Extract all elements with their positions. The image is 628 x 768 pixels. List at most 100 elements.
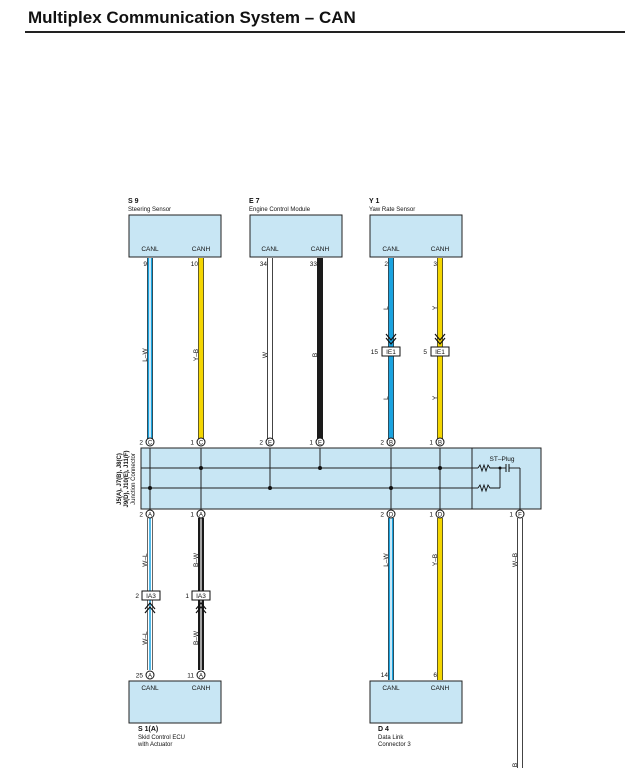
junction-pin-bottom: A 2 bbox=[139, 509, 155, 519]
component-name: Engine Control Module bbox=[249, 207, 311, 213]
connector-arrow-icon bbox=[385, 337, 397, 345]
s1-pin-terminal: A 25 bbox=[136, 670, 155, 680]
pin-label: CANH bbox=[192, 685, 211, 692]
svg-text:1: 1 bbox=[190, 512, 194, 519]
pin-number: 10 bbox=[191, 261, 199, 268]
junction-pin-bottom: D 2 bbox=[380, 509, 396, 519]
svg-text:1: 1 bbox=[509, 512, 513, 519]
wire-color-label: W–L bbox=[142, 631, 149, 645]
svg-text:11: 11 bbox=[187, 673, 194, 680]
svg-text:2: 2 bbox=[139, 512, 143, 519]
svg-text:E: E bbox=[318, 441, 322, 447]
inline-connector-ia3-a: IA3 2 bbox=[135, 590, 161, 614]
junction-pin-top: B 2 bbox=[380, 437, 396, 447]
svg-text:F: F bbox=[518, 513, 522, 519]
component-box bbox=[369, 214, 463, 258]
svg-text:1: 1 bbox=[190, 440, 194, 447]
pin-label: CANL bbox=[382, 246, 400, 253]
component-name: Connector 3 bbox=[378, 742, 411, 748]
wire-color-label: W bbox=[262, 351, 269, 358]
component-box bbox=[249, 214, 343, 258]
wire-color-label: B bbox=[512, 763, 519, 767]
component-name: Data Link bbox=[378, 735, 404, 741]
junction-pin-top: E 2 bbox=[259, 437, 275, 447]
connector-tag bbox=[191, 590, 211, 601]
svg-text:B: B bbox=[389, 441, 393, 447]
wire-color-label: L bbox=[383, 396, 390, 400]
connector-label: IE1 bbox=[386, 349, 396, 356]
svg-text:D: D bbox=[438, 513, 443, 519]
wire-color-label: L bbox=[383, 306, 390, 310]
wire-color-label: L–W bbox=[383, 552, 390, 566]
wire-color-label: B–W bbox=[193, 552, 200, 567]
component-e7: E 7 Engine Control Module CANL CANH 34 3… bbox=[249, 198, 343, 268]
component-box bbox=[128, 680, 222, 724]
svg-text:A: A bbox=[199, 674, 203, 680]
wire-color-label: W–B bbox=[512, 553, 519, 567]
pin-label: CANH bbox=[431, 685, 450, 692]
wire-color-label: B bbox=[312, 353, 319, 357]
wire-color-label: Y bbox=[432, 305, 439, 310]
junction-connector: ST–Plug J5(A), J7(B), J8(C) J9(D), J10(E… bbox=[117, 447, 542, 510]
component-code: D 4 bbox=[378, 726, 389, 733]
connector-label: IE1 bbox=[435, 349, 445, 356]
junction-pin-bottom: D 1 bbox=[429, 509, 445, 519]
connector-pin: 2 bbox=[135, 593, 139, 600]
svg-text:D: D bbox=[389, 513, 394, 519]
connector-arrow-icon bbox=[385, 333, 397, 341]
junction-box bbox=[140, 447, 542, 510]
junction-pin-bottom: F 1 bbox=[509, 509, 525, 519]
pin-number: 6 bbox=[433, 672, 437, 679]
connector-tag bbox=[141, 590, 161, 601]
pin-number: 2 bbox=[384, 261, 388, 268]
connector-pin: 15 bbox=[371, 349, 379, 356]
resistor-icon bbox=[477, 483, 500, 493]
svg-text:E: E bbox=[268, 441, 272, 447]
inline-connector-ia3-b: IA3 1 bbox=[185, 590, 211, 614]
page-title: Multiplex Communication System – CAN bbox=[28, 8, 356, 27]
connector-arrow-icon bbox=[195, 602, 207, 610]
connector-pin: 1 bbox=[185, 593, 189, 600]
connector-tag bbox=[381, 346, 401, 357]
pin-number: 34 bbox=[260, 261, 268, 268]
component-d4: 14 6 CANL CANH D 4 Data Link Connector 3 bbox=[369, 672, 463, 748]
junction-label: J9(D), J10(E), J11(F) bbox=[124, 450, 130, 507]
component-code: S 9 bbox=[128, 198, 139, 205]
pin-number: 33 bbox=[310, 261, 318, 268]
junction-pin-top: E 1 bbox=[309, 437, 325, 447]
pin-label: CANL bbox=[261, 246, 279, 253]
junction-pin-top: C 2 bbox=[139, 437, 155, 447]
component-name: Steering Sensor bbox=[128, 207, 171, 213]
component-code: Y 1 bbox=[369, 198, 379, 205]
svg-text:2: 2 bbox=[380, 512, 384, 519]
pin-number: 14 bbox=[381, 672, 389, 679]
inline-connector-ie1-a: IE1 15 bbox=[371, 333, 401, 357]
pin-label: CANH bbox=[431, 246, 450, 253]
pin-label: CANL bbox=[141, 246, 159, 253]
junction-pin-top: C 1 bbox=[190, 437, 206, 447]
svg-text:A: A bbox=[199, 513, 203, 519]
s1-pin-terminal: A 11 bbox=[187, 670, 206, 680]
pin-label: CANH bbox=[192, 246, 211, 253]
svg-text:C: C bbox=[199, 441, 204, 447]
svg-text:1: 1 bbox=[429, 440, 433, 447]
component-y1: Y 1 Yaw Rate Sensor CANL CANH 2 3 bbox=[369, 198, 463, 268]
component-box bbox=[128, 214, 222, 258]
component-name: with Actuator bbox=[137, 742, 172, 748]
svg-text:25: 25 bbox=[136, 673, 144, 680]
svg-text:2: 2 bbox=[139, 440, 143, 447]
pin-number: 9 bbox=[143, 261, 147, 268]
component-s1: CANL CANH S 1(A) Skid Control ECU with A… bbox=[128, 680, 222, 748]
connector-tag bbox=[430, 346, 450, 357]
junction-pin-top: B 1 bbox=[429, 437, 445, 447]
svg-text:A: A bbox=[148, 513, 152, 519]
junction-label: Junction Connector bbox=[131, 453, 137, 505]
wire-color-label: Y–B bbox=[193, 349, 200, 361]
wire-color-label: W–L bbox=[142, 553, 149, 567]
svg-text:1: 1 bbox=[309, 440, 313, 447]
component-name: Yaw Rate Sensor bbox=[369, 207, 415, 213]
connector-arrow-icon bbox=[434, 337, 446, 345]
pin-label: CANL bbox=[141, 685, 159, 692]
wire-color-label: Y bbox=[432, 395, 439, 400]
